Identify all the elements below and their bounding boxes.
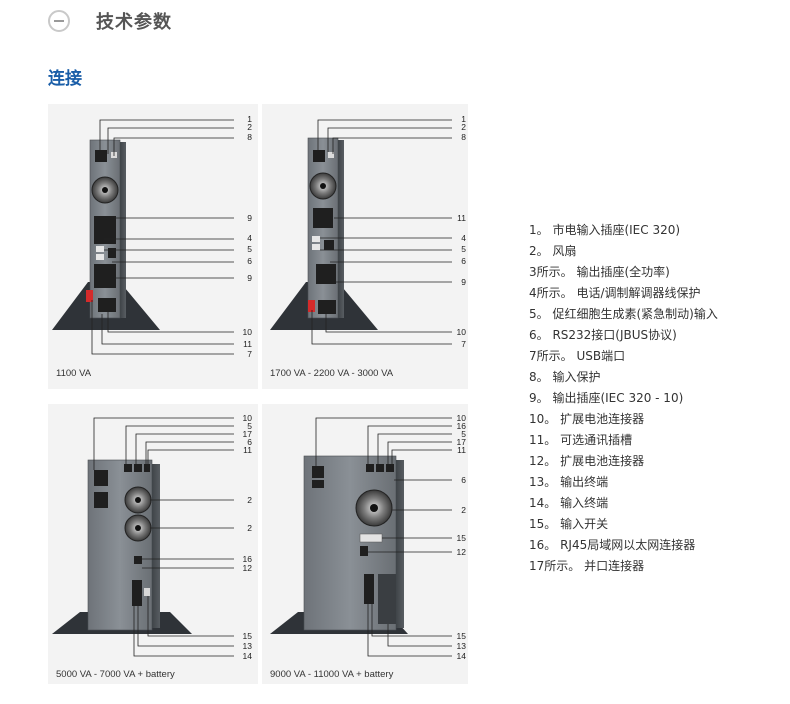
- legend-item: 8。 输入保护: [529, 370, 601, 384]
- figure-caption: 5000 VA - 7000 VA + battery: [56, 669, 175, 680]
- callout-number: 16: [457, 421, 467, 431]
- callout-number: 13: [457, 641, 467, 651]
- callout-number: 10: [243, 413, 253, 423]
- section-title: 技术参数: [96, 12, 172, 33]
- callout-number: 15: [457, 631, 467, 641]
- legend-item: 3所示。 输出插座(全功率): [529, 265, 670, 279]
- callout-number: 11: [243, 445, 252, 455]
- callout-number: 10: [243, 327, 253, 337]
- figure-panel-bg-1: [48, 104, 258, 389]
- callout-numbers: 1 2 8 9 4 5 6 9 10 11 7 1 2 8 11 4 5 6 9…: [243, 114, 467, 661]
- legend-item: 10。 扩展电池连接器: [529, 412, 645, 426]
- callout-number: 2: [247, 523, 252, 533]
- callout-number: 10: [457, 413, 467, 423]
- legend-item: 11。 可选通讯插槽: [529, 433, 633, 447]
- callout-number: 11: [457, 445, 466, 455]
- callout-number: 5: [461, 244, 466, 254]
- figure-panel-bg-2: [262, 104, 468, 389]
- ups-7000va-leaders: [93, 417, 234, 657]
- figure-caption: 1700 VA - 2200 VA - 3000 VA: [270, 368, 394, 379]
- legend-item: 13。 输出终端: [529, 475, 609, 489]
- callout-number: 4: [461, 233, 466, 243]
- callout-number: 9: [247, 273, 252, 283]
- callout-number: 2: [247, 495, 252, 505]
- callout-number: 9: [247, 213, 252, 223]
- legend-item: 5。 促红细胞生成素(紧急制动)输入: [529, 307, 718, 321]
- callout-number: 9: [461, 277, 466, 287]
- callout-number: 15: [457, 533, 467, 543]
- callout-number: 2: [461, 505, 466, 515]
- legend-item: 2。 风扇: [529, 244, 577, 258]
- callout-number: 5: [247, 421, 252, 431]
- callout-number: 1: [247, 114, 252, 124]
- callout-number: 10: [457, 327, 467, 337]
- section-header[interactable]: 技术参数: [48, 8, 172, 34]
- figure-captions: 1100 VA 1700 VA - 2200 VA - 3000 VA 5000…: [56, 368, 394, 680]
- callout-number: 1: [461, 114, 466, 124]
- connections-figure: 1 2 8 9 4 5 6 9 10 11 7 1 2 8 11 4 5 6 9…: [48, 104, 468, 694]
- callout-number: 12: [457, 547, 467, 557]
- legend-item: 14。 输入终端: [529, 496, 609, 510]
- ups-1100va-drawing: [52, 139, 160, 330]
- callout-number: 11: [457, 213, 466, 223]
- callout-number: 8: [461, 132, 466, 142]
- ups-3000va-drawing: [270, 137, 378, 330]
- callout-number: 17: [243, 429, 253, 439]
- callout-number: 12: [243, 563, 253, 573]
- ups-3000va-leaders: [311, 119, 452, 345]
- connections-diagram: 1 2 8 9 4 5 6 9 10 11 7 1 2 8 11 4 5 6 9…: [48, 104, 468, 684]
- legend-item: 9。 输出插座(IEC 320 - 10): [529, 391, 684, 405]
- legend-item: 15。 输入开关: [529, 517, 609, 531]
- ups-1100va-leaders: [91, 119, 234, 355]
- figure-caption: 1100 VA: [56, 368, 92, 379]
- callout-number: 14: [243, 651, 253, 661]
- legend-item: 7所示。 USB端口: [529, 349, 626, 363]
- connection-legend: 1。 市电输入插座(IEC 320) 2。 风扇 3所示。 输出插座(全功率) …: [529, 220, 718, 577]
- callout-number: 6: [247, 437, 252, 447]
- legend-item: 12。 扩展电池连接器: [529, 454, 645, 468]
- callout-number: 14: [457, 651, 467, 661]
- legend-item: 1。 市电输入插座(IEC 320): [529, 223, 681, 237]
- callout-number: 2: [247, 122, 252, 132]
- legend-item: 4所示。 电话/调制解调器线保护: [529, 286, 701, 300]
- callout-number: 5: [247, 244, 252, 254]
- sub-title: 连接: [48, 69, 82, 89]
- callout-number: 13: [243, 641, 253, 651]
- callout-number: 7: [247, 349, 252, 359]
- ups-11000va-leaders: [315, 417, 452, 657]
- callout-number: 5: [461, 429, 466, 439]
- collapse-icon[interactable]: [48, 10, 70, 32]
- callout-number: 15: [243, 631, 253, 641]
- callout-number: 2: [461, 122, 466, 132]
- legend-item: 16。 RJ45局域网以太网连接器: [529, 538, 696, 552]
- callout-number: 6: [461, 256, 466, 266]
- callout-number: 17: [457, 437, 467, 447]
- callout-number: 6: [461, 475, 466, 485]
- callout-number: 16: [243, 554, 253, 564]
- callout-number: 6: [247, 256, 252, 266]
- ups-7000va-drawing: [52, 459, 192, 634]
- callout-number: 7: [461, 339, 466, 349]
- ups-11000va-drawing: [270, 455, 408, 634]
- callout-number: 11: [243, 339, 252, 349]
- legend-item: 17所示。 并口连接器: [529, 559, 645, 573]
- legend-item: 6。 RS232接口(JBUS协议): [529, 328, 677, 342]
- figure-caption: 9000 VA - 11000 VA + battery: [270, 669, 394, 680]
- callout-number: 4: [247, 233, 252, 243]
- callout-number: 8: [247, 132, 252, 142]
